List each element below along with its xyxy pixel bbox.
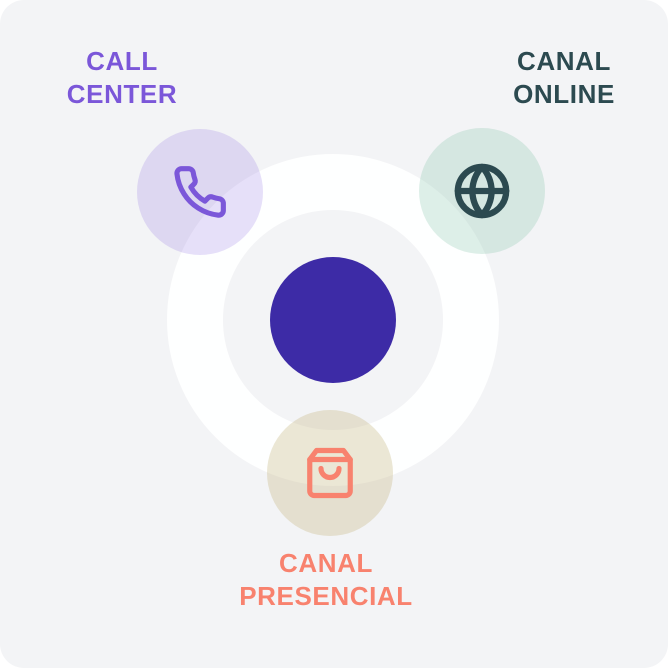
canal-online-label-line2: ONLINE <box>513 79 615 109</box>
canal-presencial-bubble <box>267 410 393 536</box>
hub-circle <box>270 257 396 383</box>
canal-presencial-label: CANAL PRESENCIAL <box>226 547 426 613</box>
canal-online-bubble <box>419 128 545 254</box>
canal-online-label: CANAL ONLINE <box>464 45 664 111</box>
call-center-label-line1: CALL <box>86 46 158 76</box>
globe-icon <box>454 163 510 219</box>
shopping-bag-icon <box>307 447 353 499</box>
canal-presencial-label-line1: CANAL <box>279 548 373 578</box>
call-center-label: CALL CENTER <box>22 45 222 111</box>
call-center-label-line2: CENTER <box>66 79 178 109</box>
phone-icon <box>174 166 226 218</box>
canal-online-label-line1: CANAL <box>517 46 611 76</box>
canal-presencial-label-line2: PRESENCIAL <box>239 581 413 611</box>
call-center-bubble <box>137 129 263 255</box>
